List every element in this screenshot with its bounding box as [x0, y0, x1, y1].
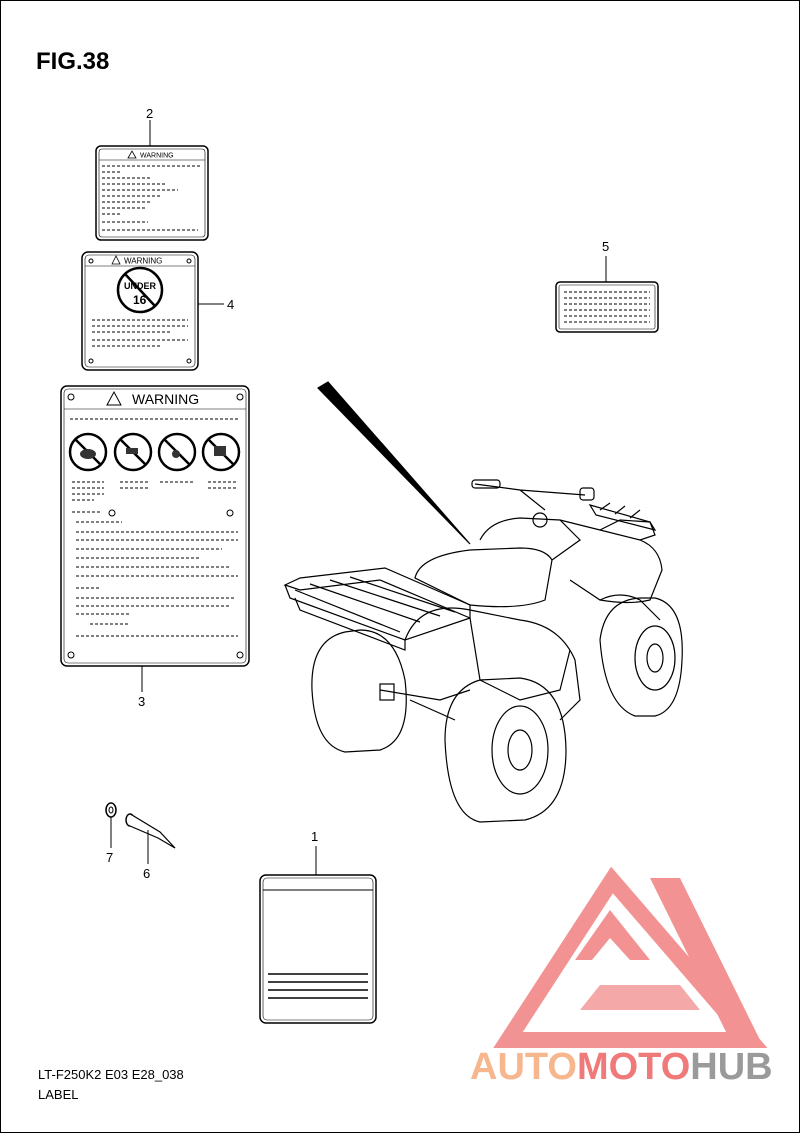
label-5: [555, 256, 659, 333]
label-3-large-warning: WARNING: [60, 385, 250, 692]
watermark-part-hub: HUB: [690, 1046, 773, 1088]
label-4-warning-text: WARNING: [124, 257, 162, 266]
label-1: [259, 846, 377, 1024]
label-2-warning-text: WARNING: [140, 153, 174, 160]
label-2-warning: WARNING: [95, 120, 209, 241]
section-label: LABEL: [38, 1087, 79, 1102]
under-age: 16: [133, 293, 147, 307]
callout-7: 7: [106, 850, 114, 865]
callout-4: 4: [227, 297, 235, 312]
callout-1: 1: [311, 829, 319, 844]
figure-code: LT-F250K2 E03 E28_038: [38, 1067, 184, 1082]
figure-title: FIG.38: [36, 48, 110, 75]
label-4-under16: WARNING UNDER 16: [81, 251, 224, 371]
rivet-and-washer: [105, 802, 176, 864]
watermark-part-auto: AUTO: [470, 1046, 577, 1088]
callout-3: 3: [138, 694, 146, 709]
atv-illustration: [283, 381, 683, 823]
label-3-warning-text: WARNING: [132, 391, 199, 407]
callout-6: 6: [143, 866, 151, 881]
watermark-part-moto: MOTO: [576, 1046, 691, 1088]
callout-2: 2: [146, 106, 154, 121]
watermark-text: AUTOMOTOHUB: [470, 1046, 773, 1089]
callout-5: 5: [602, 239, 610, 254]
watermark-logo: [493, 866, 768, 1048]
under-text: UNDER: [124, 281, 157, 291]
